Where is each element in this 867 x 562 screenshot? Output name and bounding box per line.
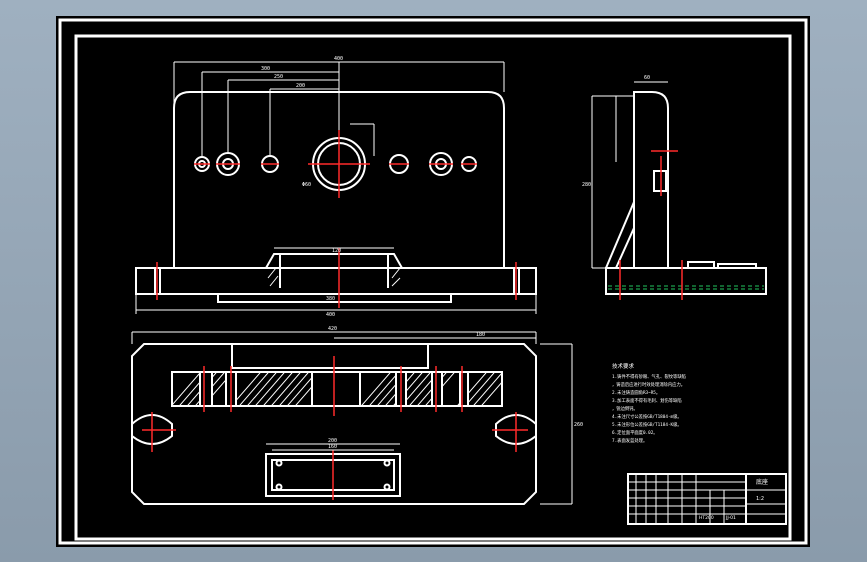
notes-heading: 技术要求: [612, 362, 635, 370]
part-name: 底座: [756, 478, 768, 486]
front-dim-text: 400 300 250 200 380 400 Φ60 120: [261, 56, 343, 318]
notes-line-3: 3.加工表面不得有毛刺、划伤等缺陷: [612, 397, 682, 404]
plan-dim-text: 420 180 260 200 160: [328, 326, 583, 450]
front-hatch: [267, 267, 401, 287]
dim-plan-total: 420: [328, 326, 337, 332]
dim-side-top: 60: [644, 75, 650, 81]
plan-outline: [131, 343, 537, 505]
inner-border: [74, 34, 792, 541]
side-slot: [653, 170, 667, 192]
drawing-scale: 1:2: [756, 496, 764, 502]
side-dimensions: [591, 81, 668, 269]
side-hidden-lines: [608, 285, 764, 290]
side-view: [605, 91, 767, 295]
plan-centerlines: [142, 356, 528, 500]
dim-front-2: 250: [274, 74, 283, 80]
cad-drawing: 400 300 250 200 380 400 Φ60 120 280 60: [58, 18, 808, 545]
dim-plan-depth: 260: [574, 422, 583, 428]
dim-plan-right: 180: [476, 332, 485, 338]
base-outline: [135, 267, 537, 295]
drawing-viewport[interactable]: 400 300 250 200 380 400 Φ60 120 280 60: [56, 16, 810, 547]
dim-bore: Φ60: [302, 182, 311, 188]
base-boss: [265, 253, 403, 269]
outer-border: [58, 18, 808, 545]
dim-base-total: 400: [326, 312, 335, 318]
dim-plan-slot: 200: [328, 438, 337, 444]
notes-line-8: 7.表面发蓝处理。: [612, 437, 647, 444]
dim-slot: 120: [332, 248, 341, 254]
technical-notes: 技术要求 1.铸件不得有砂眼、气孔、裂纹等缺陷 ，铸造后应进行时效处理消除内应力…: [612, 362, 686, 444]
dim-front-total: 400: [334, 56, 343, 62]
side-base: [605, 267, 767, 295]
notes-line-2: 2.未注铸造圆角R3~R5。: [612, 389, 660, 396]
notes-line-0: 1.铸件不得有砂眼、气孔、裂纹等缺陷: [612, 373, 686, 380]
front-view: [135, 91, 537, 303]
notes-line-6: 5.未注形位公差按GB/T1184-K级。: [612, 421, 682, 428]
notes-line-5: 4.未注尺寸公差按GB/T1804-m级。: [612, 413, 682, 420]
front-centerlines: [156, 130, 517, 308]
side-centerlines: [619, 150, 683, 300]
dim-front-3: 200: [296, 83, 305, 89]
notes-line-4: ，锐边倒钝。: [612, 405, 638, 412]
drawing-number: JJ-01: [725, 515, 736, 521]
dim-base-width: 380: [326, 296, 335, 302]
side-upright: [633, 91, 669, 268]
dim-front-1: 300: [261, 66, 270, 72]
notes-line-1: ，铸造后应进行时效处理消除内应力。: [612, 381, 685, 388]
plan-dimensions: [131, 331, 573, 505]
part-material: HT200: [699, 515, 714, 521]
side-dim-text: 280 60: [582, 75, 650, 188]
dim-plan-slot2: 160: [328, 444, 337, 450]
title-block: [627, 473, 787, 525]
front-dimensions: [135, 61, 537, 314]
dim-side-height: 280: [582, 182, 591, 188]
notes-line-7: 6.定位面平面度0.02。: [612, 429, 658, 436]
side-rib: [605, 201, 635, 269]
title-block-text: 底座 1:2 HT200 JJ-01: [699, 478, 768, 521]
